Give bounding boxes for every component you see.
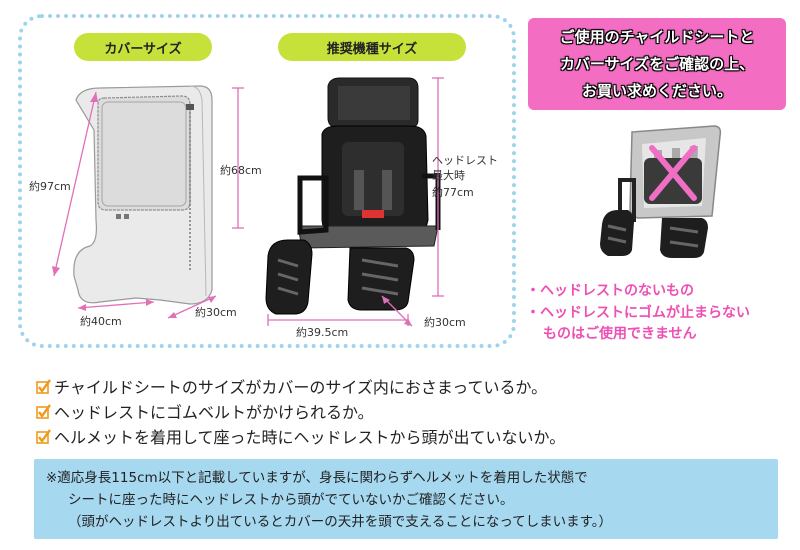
checkbox-icon [36,378,51,394]
headrest-label-3: 約77cm [432,186,474,199]
confirm-notice-line-2: カバーサイズをご確認の上、 [559,55,755,73]
warning-line-1: ・ヘッドレストのないもの [526,283,694,299]
cover-inner-height-label: 約68cm [220,164,262,177]
child-seat-illustration [265,77,444,327]
note-line-2: シートに座った時にヘッドレストから頭がでていないかご確認ください。 [68,492,514,508]
recommended-model-label: 推奨機種サイズ [278,33,466,61]
checklist-item: ヘッドレストにゴムベルトがかけられるか。 [36,399,374,423]
cover-depth-label: 約30cm [195,306,237,319]
confirm-notice: ご使用のチャイルドシートと カバーサイズをご確認の上、 お買い求めください。 [528,18,786,110]
checklist-item: チャイルドシートのサイズがカバーのサイズ内におさまっているか。 [36,374,547,398]
note-line-1: ※適応身長115cm以下と記載していますが、身長に関わらずヘルメットを着用した状… [46,470,588,486]
seat-depth-label: 約30cm [424,316,466,329]
checkbox-icon [36,403,51,419]
confirm-notice-line-3: お買い求めください。 [581,82,732,100]
headrest-label-2: 最大時 [432,169,465,182]
checklist-item-text: チャイルドシートのサイズがカバーのサイズ内におさまっているか。 [54,378,548,397]
headrest-label-1: ヘッドレスト [432,154,498,167]
warning-line-2: ・ヘッドレストにゴムが止まらない [526,305,750,321]
checkbox-icon [36,428,51,444]
cover-illustration [52,85,244,319]
cover-height-label: 約97cm [29,180,71,193]
size-panel [18,14,516,348]
height-note-box: ※適応身長115cm以下と記載していますが、身長に関わらずヘルメットを着用した状… [34,459,778,539]
note-line-3: （頭がヘッドレストより出ているとカバーの天井を頭で支えることになってしまいます。… [68,514,613,530]
cover-width-label: 約40cm [80,315,122,328]
warning-line-3: ものはご使用できません [543,326,697,342]
confirm-notice-line-1: ご使用のチャイルドシートと [559,28,755,46]
cover-size-label: カバーサイズ [74,33,212,61]
checklist-item-text: ヘルメットを着用して座った時にヘッドレストから頭が出ていないか。 [54,428,566,447]
unsuitable-seat-illustration [600,125,722,258]
checklist-item-text: ヘッドレストにゴムベルトがかけられるか。 [54,403,374,422]
checklist-item: ヘルメットを着用して座った時にヘッドレストから頭が出ていないか。 [36,424,565,448]
seat-width-label: 約39.5cm [296,326,349,339]
